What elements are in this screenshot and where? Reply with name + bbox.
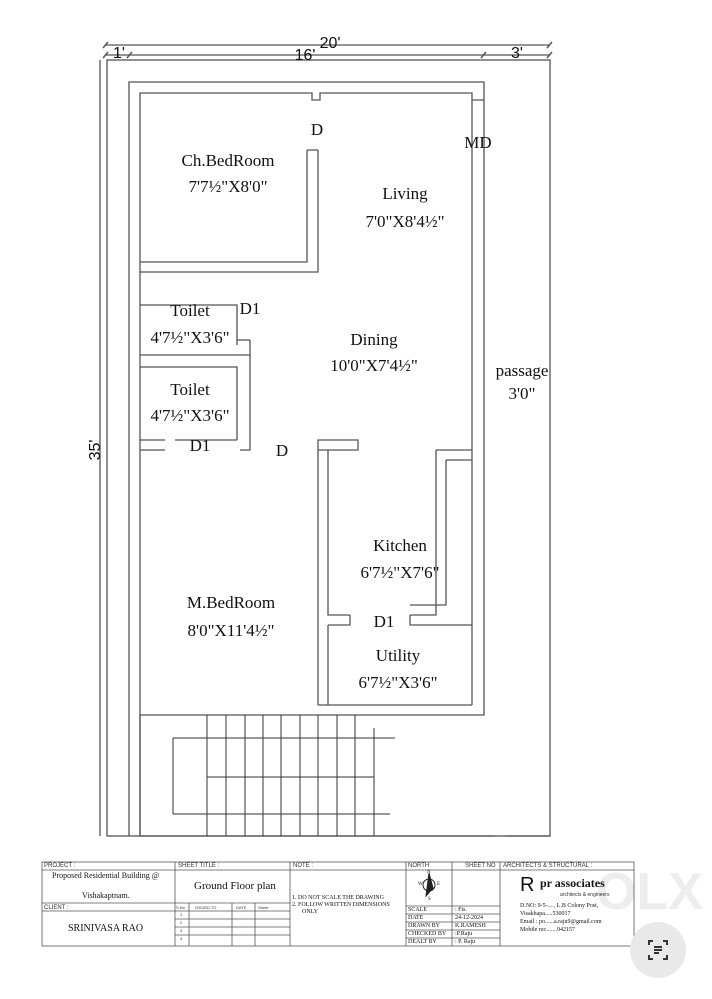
- rev-row: 2: [180, 920, 183, 925]
- firm-mobile: Mobile no:.......942157: [520, 927, 575, 933]
- room-name-living: Living: [382, 184, 428, 203]
- door-label: D1: [189, 436, 211, 455]
- room-name-kitchen: Kitchen: [373, 536, 427, 555]
- rev-header: ISSUED TO: [195, 905, 217, 910]
- room-name-passage: passage: [495, 361, 549, 380]
- firm-email: Email : po......a.raju9@gmail.com: [520, 919, 602, 925]
- firm-name: pr associates: [540, 876, 605, 890]
- note-2: 2. FOLLOW WRITTEN DIMENSIONS: [292, 902, 390, 908]
- info-value: 24-12-2024: [455, 915, 483, 921]
- info-key: DEALT BY: [408, 939, 437, 945]
- dim-passage-width: 3': [511, 45, 523, 62]
- north-w: W: [418, 882, 423, 887]
- door-label: D: [310, 120, 324, 139]
- info-value: :P.Raju: [455, 931, 473, 937]
- info-value: : P. Raju: [455, 939, 476, 945]
- project-label: PROJECT :: [44, 863, 76, 869]
- dim-house-width: 16': [294, 47, 316, 64]
- client-name: SRINIVASA RAO: [68, 923, 144, 934]
- toilet2-walls: [140, 355, 251, 451]
- outer-wall: [128, 81, 485, 836]
- firm-address1: D.NO: 9-5-...., L.B Colony Post,: [520, 903, 599, 909]
- room-name-ch-bedroom: Ch.BedRoom: [181, 151, 275, 170]
- room-size-toilet-2: 4'7½"X3'6": [150, 406, 230, 425]
- document-scan-icon: [648, 940, 668, 960]
- north-arrow-icon: [422, 872, 436, 898]
- room-size-living: 7'0"X8'4½": [365, 212, 445, 231]
- scan-document-button[interactable]: [630, 922, 686, 978]
- rev-header: S.No: [176, 905, 185, 910]
- door-label: D1: [373, 612, 395, 631]
- room-size-passage: 3'0": [508, 384, 536, 403]
- project-line1: Proposed Residential Building @: [52, 871, 160, 880]
- door-label: D1: [239, 299, 261, 318]
- rev-row: 4: [180, 936, 183, 941]
- ch-bedroom-walls: [140, 149, 319, 273]
- north-n: N: [427, 870, 431, 875]
- firm-tagline: architects & engineers: [560, 892, 610, 898]
- note-2b: ONLY: [302, 909, 319, 915]
- info-key: CHECKED BY: [408, 931, 447, 937]
- info-key: SCALE: [408, 907, 428, 913]
- client-label: CLIENT :: [44, 905, 69, 911]
- title-block: [41, 861, 635, 947]
- dim-depth: 35': [87, 439, 104, 461]
- room-size-ch-bedroom: 7'7½"X8'0": [188, 177, 268, 196]
- room-size-toilet-1: 4'7½"X3'6": [150, 328, 230, 347]
- rev-row: 3: [180, 928, 183, 933]
- room-name-dining: Dining: [350, 330, 398, 349]
- staircase: [172, 715, 395, 836]
- room-name-toilet-2: Toilet: [170, 380, 210, 399]
- firm-logo: R: [520, 874, 535, 896]
- rev-header: Sheet: [258, 905, 269, 910]
- info-key: DRAWN BY: [408, 923, 441, 929]
- firm-address2: Visakhapa.....530017: [520, 911, 571, 917]
- info-key: DATE: [408, 915, 424, 921]
- room-size-utility: 6'7½"X3'6": [358, 673, 438, 692]
- room-name-utility: Utility: [375, 646, 421, 665]
- architects-label: ARCHITECTS & STRUCTURAL :: [503, 863, 593, 869]
- room-size-dining: 10'0"X7'4½": [330, 356, 418, 375]
- north-label: NORTH: [408, 863, 430, 869]
- kitchen-walls: [317, 439, 359, 705]
- rev-row: 1: [180, 912, 183, 917]
- rev-header: DATE: [236, 905, 247, 910]
- info-value: K.RAMESH: [455, 923, 486, 929]
- dim-total-width: 20': [319, 35, 341, 52]
- door-label: D: [275, 441, 289, 460]
- room-name-toilet-1: Toilet: [170, 301, 210, 320]
- sheet-title-label: SHEET TITLE :: [178, 863, 220, 869]
- main-door-label: MD: [464, 133, 492, 152]
- dim-left-margin: 1': [113, 45, 125, 62]
- room-name-m-bedroom: M.BedRoom: [186, 593, 276, 612]
- room-size-m-bedroom: 8'0"X11'4½": [187, 621, 275, 640]
- right-wall: [140, 100, 485, 716]
- sheet-no-label: SHEET NO: [465, 863, 496, 869]
- project-line2: Vishakaptnam.: [82, 891, 130, 900]
- olx-watermark: OLX: [596, 863, 703, 921]
- info-value: : Fts.: [455, 907, 468, 913]
- north-s: S: [428, 897, 431, 902]
- note-label: NOTE :: [293, 863, 314, 869]
- room-size-kitchen: 6'7½"X7'6": [360, 563, 440, 582]
- note-1: 1. DO NOT SCALE THE DRAWING: [292, 895, 384, 901]
- kitchen-platform: [409, 449, 472, 626]
- sheet-title: Ground Floor plan: [194, 880, 276, 892]
- north-e: E: [437, 882, 441, 887]
